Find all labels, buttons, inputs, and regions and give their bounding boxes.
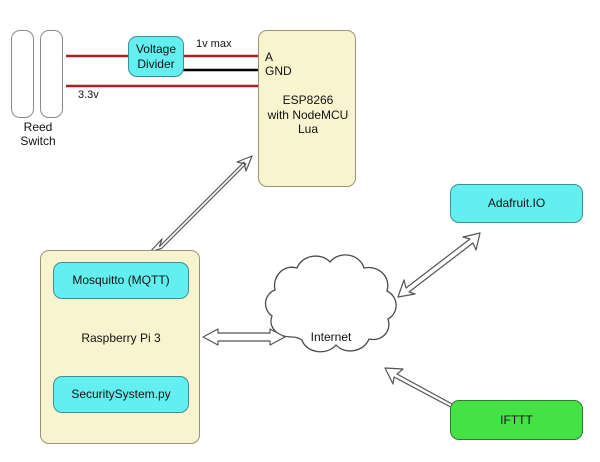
internet-cloud-shape	[264, 254, 397, 353]
wire-label-1v-max: 1v max	[196, 38, 232, 50]
raspberry-pi-node[interactable]: Mosquitto (MQTT) Raspberry Pi 3 Security…	[40, 250, 200, 444]
adafruit-io-node[interactable]: Adafruit.IO	[450, 184, 583, 223]
reed-switch-caption: Reed Switch	[20, 120, 56, 148]
esp8266-pin-a-label: A	[265, 50, 274, 64]
security-system-py-node[interactable]: SecuritySystem.py	[53, 376, 189, 413]
arrow-raspberrypi-to-internet	[202, 328, 286, 346]
reed-switch-bar-left	[11, 30, 34, 118]
raspberry-pi-label: Raspberry Pi 3	[81, 331, 161, 345]
esp8266-pin-gnd-label: GND	[265, 64, 292, 78]
ifttt-node[interactable]: IFTTT	[450, 400, 583, 440]
mosquitto-mqtt-node[interactable]: Mosquitto (MQTT)	[53, 262, 189, 299]
voltage-divider-node[interactable]: Voltage Divider	[128, 36, 184, 77]
internet-cloud-label: Internet	[310, 330, 352, 344]
reed-switch-bar-right	[40, 30, 63, 118]
esp8266-label: ESP8266 with NodeMCU Lua	[267, 93, 349, 137]
wire-label-3v3: 3.3v	[78, 89, 99, 101]
arrow-esp-to-raspberrypi	[148, 155, 253, 254]
esp8266-node[interactable]: A GND ESP8266 with NodeMCU Lua	[258, 30, 356, 187]
arrow-internet-to-adafruit	[397, 232, 481, 298]
